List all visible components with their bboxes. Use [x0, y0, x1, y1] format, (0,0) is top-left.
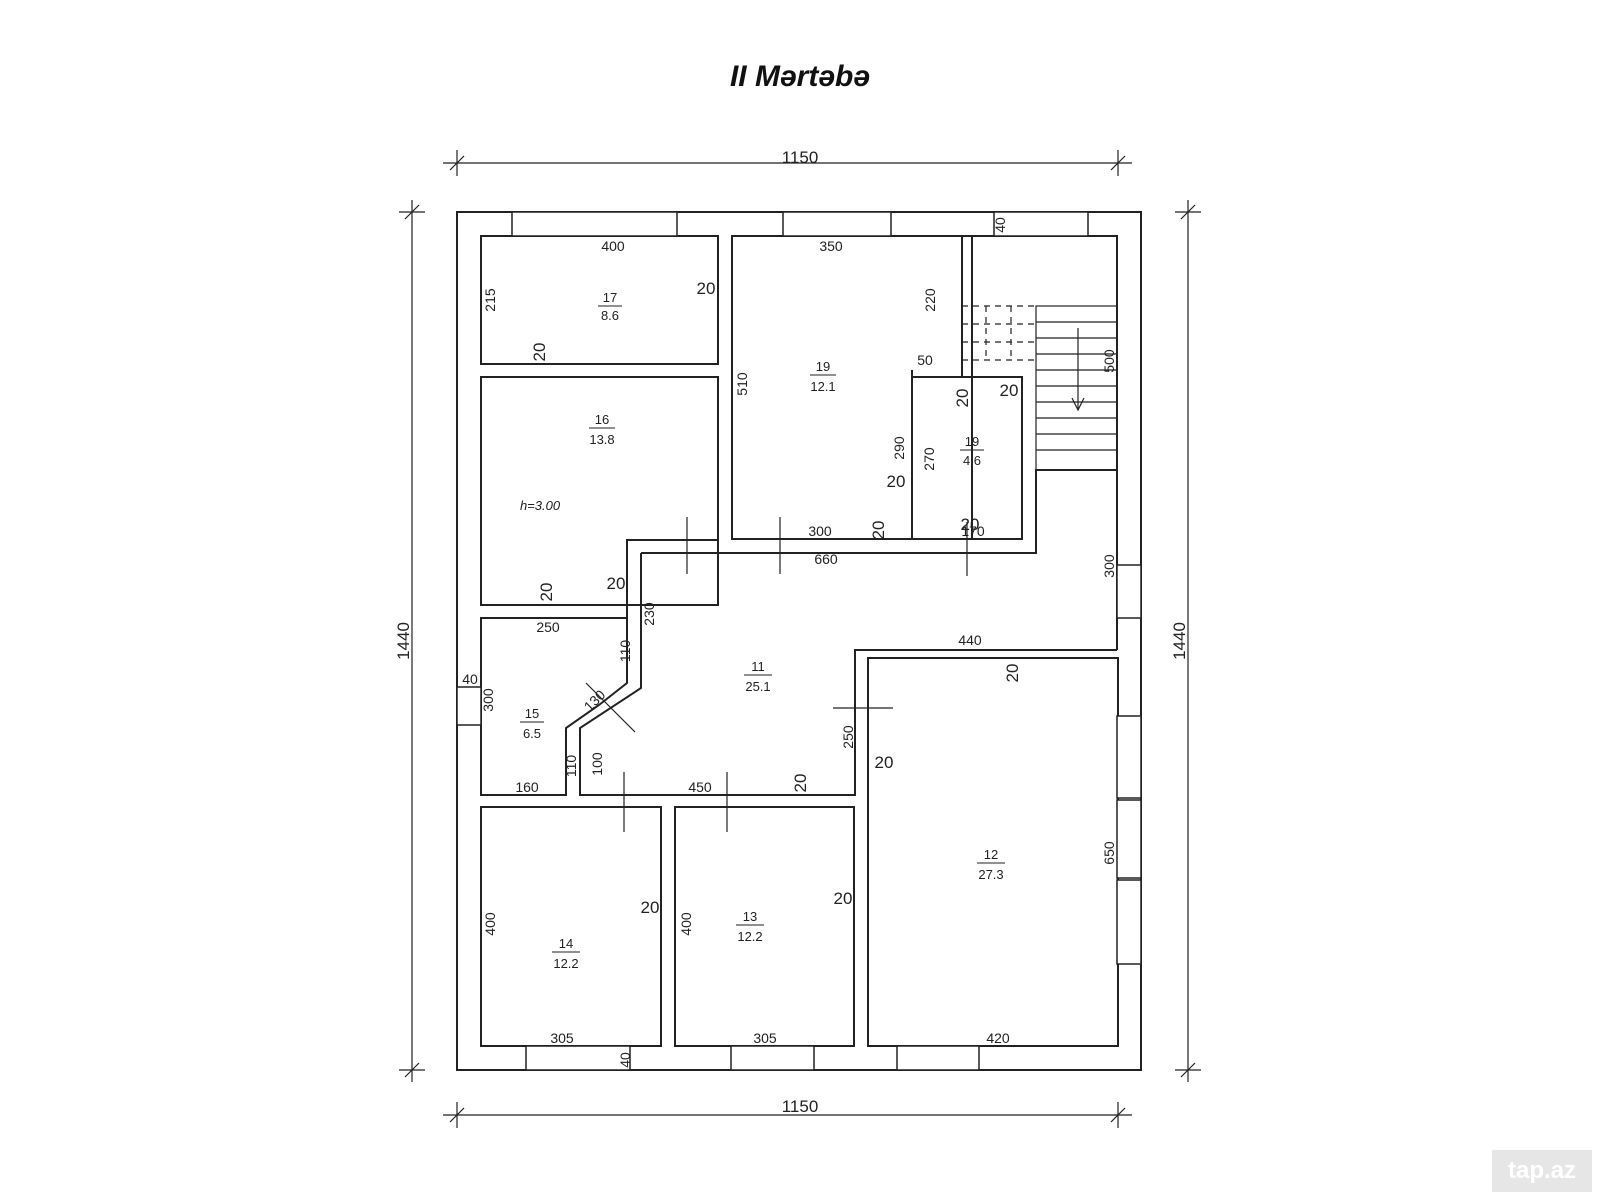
wall-mark: 20 [537, 583, 556, 602]
room-dimensions: 400 350 40 215 220 50 510 500 290 270 30… [462, 217, 1117, 1068]
dim-15-width: 250 [536, 619, 560, 635]
wall-mark: 20 [697, 279, 716, 298]
overall-dimension-lines [399, 150, 1201, 1128]
dim-hall-top: 660 [814, 551, 838, 567]
wall-mark: 20 [961, 515, 980, 534]
room-14-number: 14 [559, 936, 573, 951]
room-13-number: 13 [743, 909, 757, 924]
dim-hall-right: 300 [1101, 554, 1117, 578]
room-11-number: 11 [751, 659, 765, 674]
wall-mark: 20 [1003, 664, 1022, 683]
wall-mark: 20 [953, 389, 972, 408]
wall-mark: 20 [834, 889, 853, 908]
room-labels: 17 8.6 19 12.1 16 13.8 19 4.6 11 25.1 15… [520, 290, 1005, 971]
dim-19b-width: 170 [961, 523, 985, 539]
dim-19-upper: 220 [922, 288, 938, 312]
dim-window-top: 40 [992, 217, 1008, 233]
room-14-area: 12.2 [553, 956, 578, 971]
overall-height-left: 1440 [394, 622, 413, 660]
dim-stair: 500 [1101, 349, 1117, 373]
dim-diagonal: 130 [581, 686, 609, 714]
wall-mark: 20 [530, 343, 549, 362]
room-12-area: 27.3 [978, 867, 1003, 882]
watermark-logo: tap.az [1492, 1150, 1592, 1192]
room-13-area: 12.2 [737, 929, 762, 944]
dim-14-width: 305 [550, 1030, 574, 1046]
overall-width-top: 1150 [782, 148, 819, 167]
room-19b-area: 4.6 [963, 453, 981, 468]
room-15-area: 6.5 [523, 726, 541, 741]
wall-mark: 20 [887, 472, 906, 491]
windows [456, 211, 1142, 1071]
dim-12-top: 440 [958, 632, 982, 648]
room-15-number: 15 [525, 706, 539, 721]
dim-15-upper: 110 [617, 640, 633, 663]
wall-mark: 20 [607, 574, 626, 593]
dim-15-depth: 300 [480, 688, 496, 712]
overall-width-bottom: 1150 [782, 1097, 819, 1116]
plan-title: II Mərtəbə [729, 60, 871, 93]
dim-hall-right-lower: 250 [840, 725, 856, 749]
dim-19-step: 50 [917, 352, 933, 368]
dim-13-depth: 400 [678, 912, 694, 936]
dim-hall-bottom: 450 [688, 779, 712, 795]
room-19-number: 19 [816, 359, 830, 374]
room-19b-number: 19 [965, 434, 979, 449]
stairs [962, 305, 1118, 471]
dim-19-lower: 290 [891, 436, 907, 460]
wall-mark: 20 [791, 774, 810, 793]
dim-19-depth: 510 [734, 372, 750, 396]
wall-mark: 20 [1000, 381, 1019, 400]
wall-mark: 20 [641, 898, 660, 917]
dim-19-width: 350 [819, 238, 843, 254]
room-11-area: 25.1 [745, 679, 770, 694]
wall-mark: 20 [869, 521, 888, 540]
dim-19b-depth: 270 [921, 447, 937, 471]
room-16-area: 13.8 [589, 432, 614, 447]
dim-12-depth: 650 [1101, 841, 1117, 865]
ceiling-height-note: h=3.00 [520, 498, 561, 513]
dim-window-left: 40 [462, 671, 478, 687]
dim-13-width: 305 [753, 1030, 777, 1046]
overall-height-right: 1440 [1170, 622, 1189, 660]
room-16-number: 16 [595, 412, 609, 427]
dim-17-width: 400 [601, 238, 625, 254]
dim-hall-left: 230 [641, 602, 657, 626]
room-12-number: 12 [984, 847, 998, 862]
overall-dimensions: 1150 1150 1440 1440 [394, 148, 1189, 1116]
dim-window-bottom: 40 [617, 1052, 633, 1068]
room-17-area: 8.6 [601, 308, 619, 323]
dim-15-lower: 110 [563, 755, 579, 778]
room-19-area: 12.1 [810, 379, 835, 394]
wall-mark: 20 [875, 753, 894, 772]
dim-19-bottom: 300 [808, 523, 832, 539]
dim-hall-lower: 100 [589, 752, 605, 776]
wall-thickness-marks: 20 20 20 20 20 20 20 20 20 20 20 20 20 2… [530, 279, 1022, 917]
dim-12-width: 420 [986, 1030, 1010, 1046]
dim-14-depth: 400 [482, 912, 498, 936]
doors-openings [562, 363, 968, 832]
dim-17-depth: 215 [482, 288, 498, 312]
room-17-number: 17 [603, 290, 617, 305]
dim-15-bottom: 160 [515, 779, 539, 795]
